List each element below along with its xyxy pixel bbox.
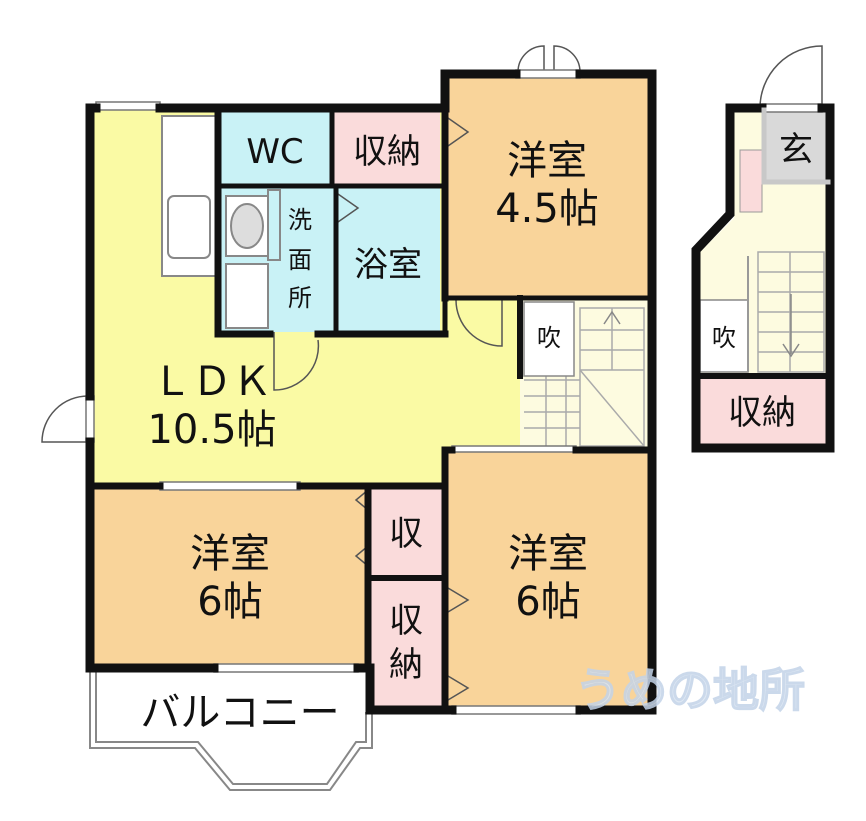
balcony-label: バルコニー <box>140 690 339 736</box>
balcony <box>89 668 373 791</box>
washroom-label-2: 面 <box>288 246 312 274</box>
stairs-main <box>523 301 645 447</box>
storage-top-label: 収納 <box>353 132 421 172</box>
kitchen-sink <box>167 195 211 259</box>
western-bl-size: 6帖 <box>197 579 262 625</box>
western-br-name: 洋室 <box>508 531 588 577</box>
western-bl-floor <box>90 486 368 668</box>
fukinuke-right-label: 吹 <box>712 324 736 352</box>
storage-v-floor <box>370 580 442 710</box>
fukinuke-main-label: 吹 <box>537 324 561 352</box>
labels: WC 収納 洋室 4.5帖 洗 面 所 浴室 吹 ＬＤＫ 10.5帖 洋室 6帖… <box>140 130 813 736</box>
wash-basin-bowl <box>230 203 264 249</box>
washroom-label-1: 洗 <box>288 206 312 234</box>
storage-right-label: 収納 <box>728 393 796 433</box>
shu-floor <box>370 486 442 576</box>
watermark-logo: うめの地所 <box>575 663 805 717</box>
western-br-size: 6帖 <box>515 579 580 625</box>
storage-v-label-2: 納 <box>389 645 423 685</box>
storage-v-label-1: 収 <box>389 601 423 641</box>
washroom-door-strip <box>267 189 281 261</box>
door-swings <box>41 45 823 701</box>
fixtures <box>161 115 281 329</box>
shu-label: 収 <box>389 514 423 554</box>
western-bl-name: 洋室 <box>190 531 270 577</box>
wc-label: WC <box>246 132 303 172</box>
wc-floor <box>220 112 330 186</box>
stairs-right <box>699 251 825 373</box>
genkan-mat <box>739 149 763 213</box>
ldk-size: 10.5帖 <box>147 407 276 453</box>
ldk-name: ＬＤＫ <box>152 359 272 405</box>
western-br-floor <box>445 450 652 710</box>
washroom-label-3: 所 <box>288 284 312 312</box>
washing-machine-space <box>225 263 269 329</box>
western-top-floor <box>445 74 650 296</box>
genkan-floor <box>764 110 828 182</box>
western-top-size: 4.5帖 <box>495 186 599 232</box>
storage-top-floor <box>332 112 440 186</box>
walls <box>85 69 835 715</box>
western-top-name: 洋室 <box>507 138 587 184</box>
genkan-label: 玄 <box>779 130 813 170</box>
bath-label: 浴室 <box>354 245 422 285</box>
storage-right-floor <box>696 378 828 448</box>
